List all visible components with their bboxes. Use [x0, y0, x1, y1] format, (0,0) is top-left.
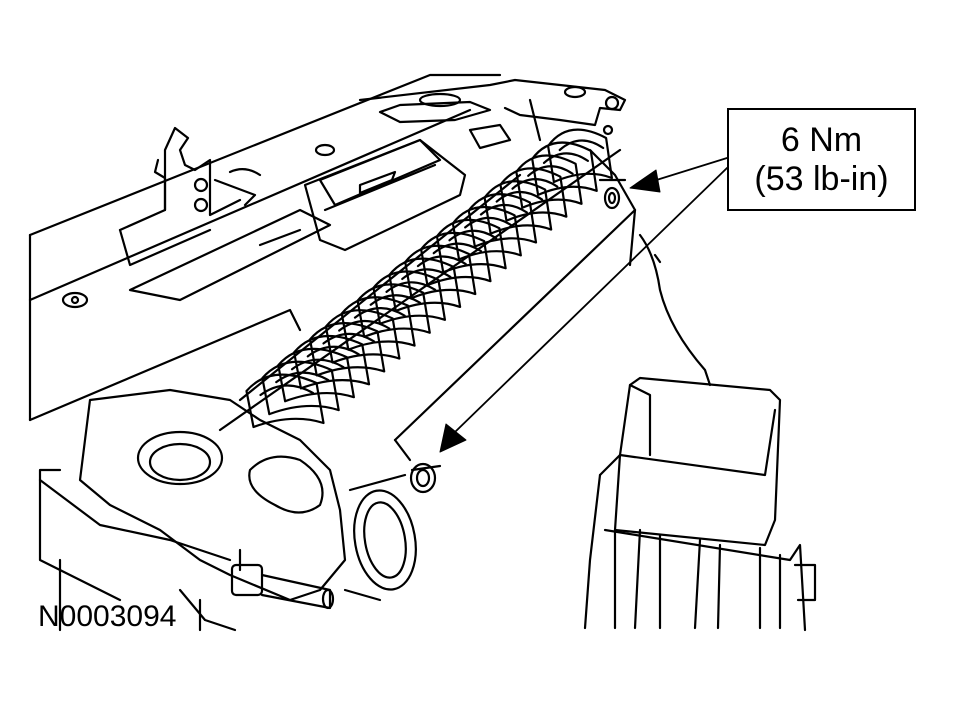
center-plate	[61, 138, 467, 309]
bellows-rib	[293, 334, 371, 390]
torque-lbin-label: (53 lb-in)	[754, 159, 889, 198]
bellows-rib	[245, 373, 325, 429]
bellows-rib-crease	[353, 307, 406, 319]
torque-callout: 6 Nm (53 lb-in)	[727, 108, 916, 211]
bellows-rib	[531, 141, 598, 196]
torque-nm-label: 6 Nm	[780, 120, 863, 159]
bellows-rib-crease	[338, 319, 391, 332]
bellows-rib-crease	[369, 294, 422, 306]
bellows-rib-crease	[558, 139, 605, 152]
bellows-rib	[308, 322, 386, 377]
bellows-rib-crease	[527, 165, 574, 177]
left-mount	[78, 388, 417, 602]
bellows-rib-crease	[511, 178, 559, 190]
frame-panel	[28, 73, 502, 632]
top-bracket	[358, 78, 627, 150]
lower-bolt	[178, 548, 335, 632]
bellows-rib	[547, 128, 613, 184]
bellows-rib-crease	[385, 281, 437, 293]
bellows-boot	[245, 128, 613, 429]
bellows-rib	[261, 360, 340, 416]
leader-arrow-lower	[439, 167, 728, 453]
rack-housing	[218, 148, 637, 462]
leader-arrow-upper	[629, 157, 728, 193]
lower-fastener	[409, 462, 442, 494]
connector-module	[583, 376, 817, 632]
bellows-rib-crease	[542, 152, 590, 164]
bellows-rib	[277, 347, 355, 403]
upper-bolt	[598, 178, 627, 210]
left-bracket	[118, 126, 262, 267]
figure-id-label: N0003094	[38, 600, 177, 633]
bellows-rib	[324, 309, 401, 364]
wiring-harness	[638, 233, 712, 387]
